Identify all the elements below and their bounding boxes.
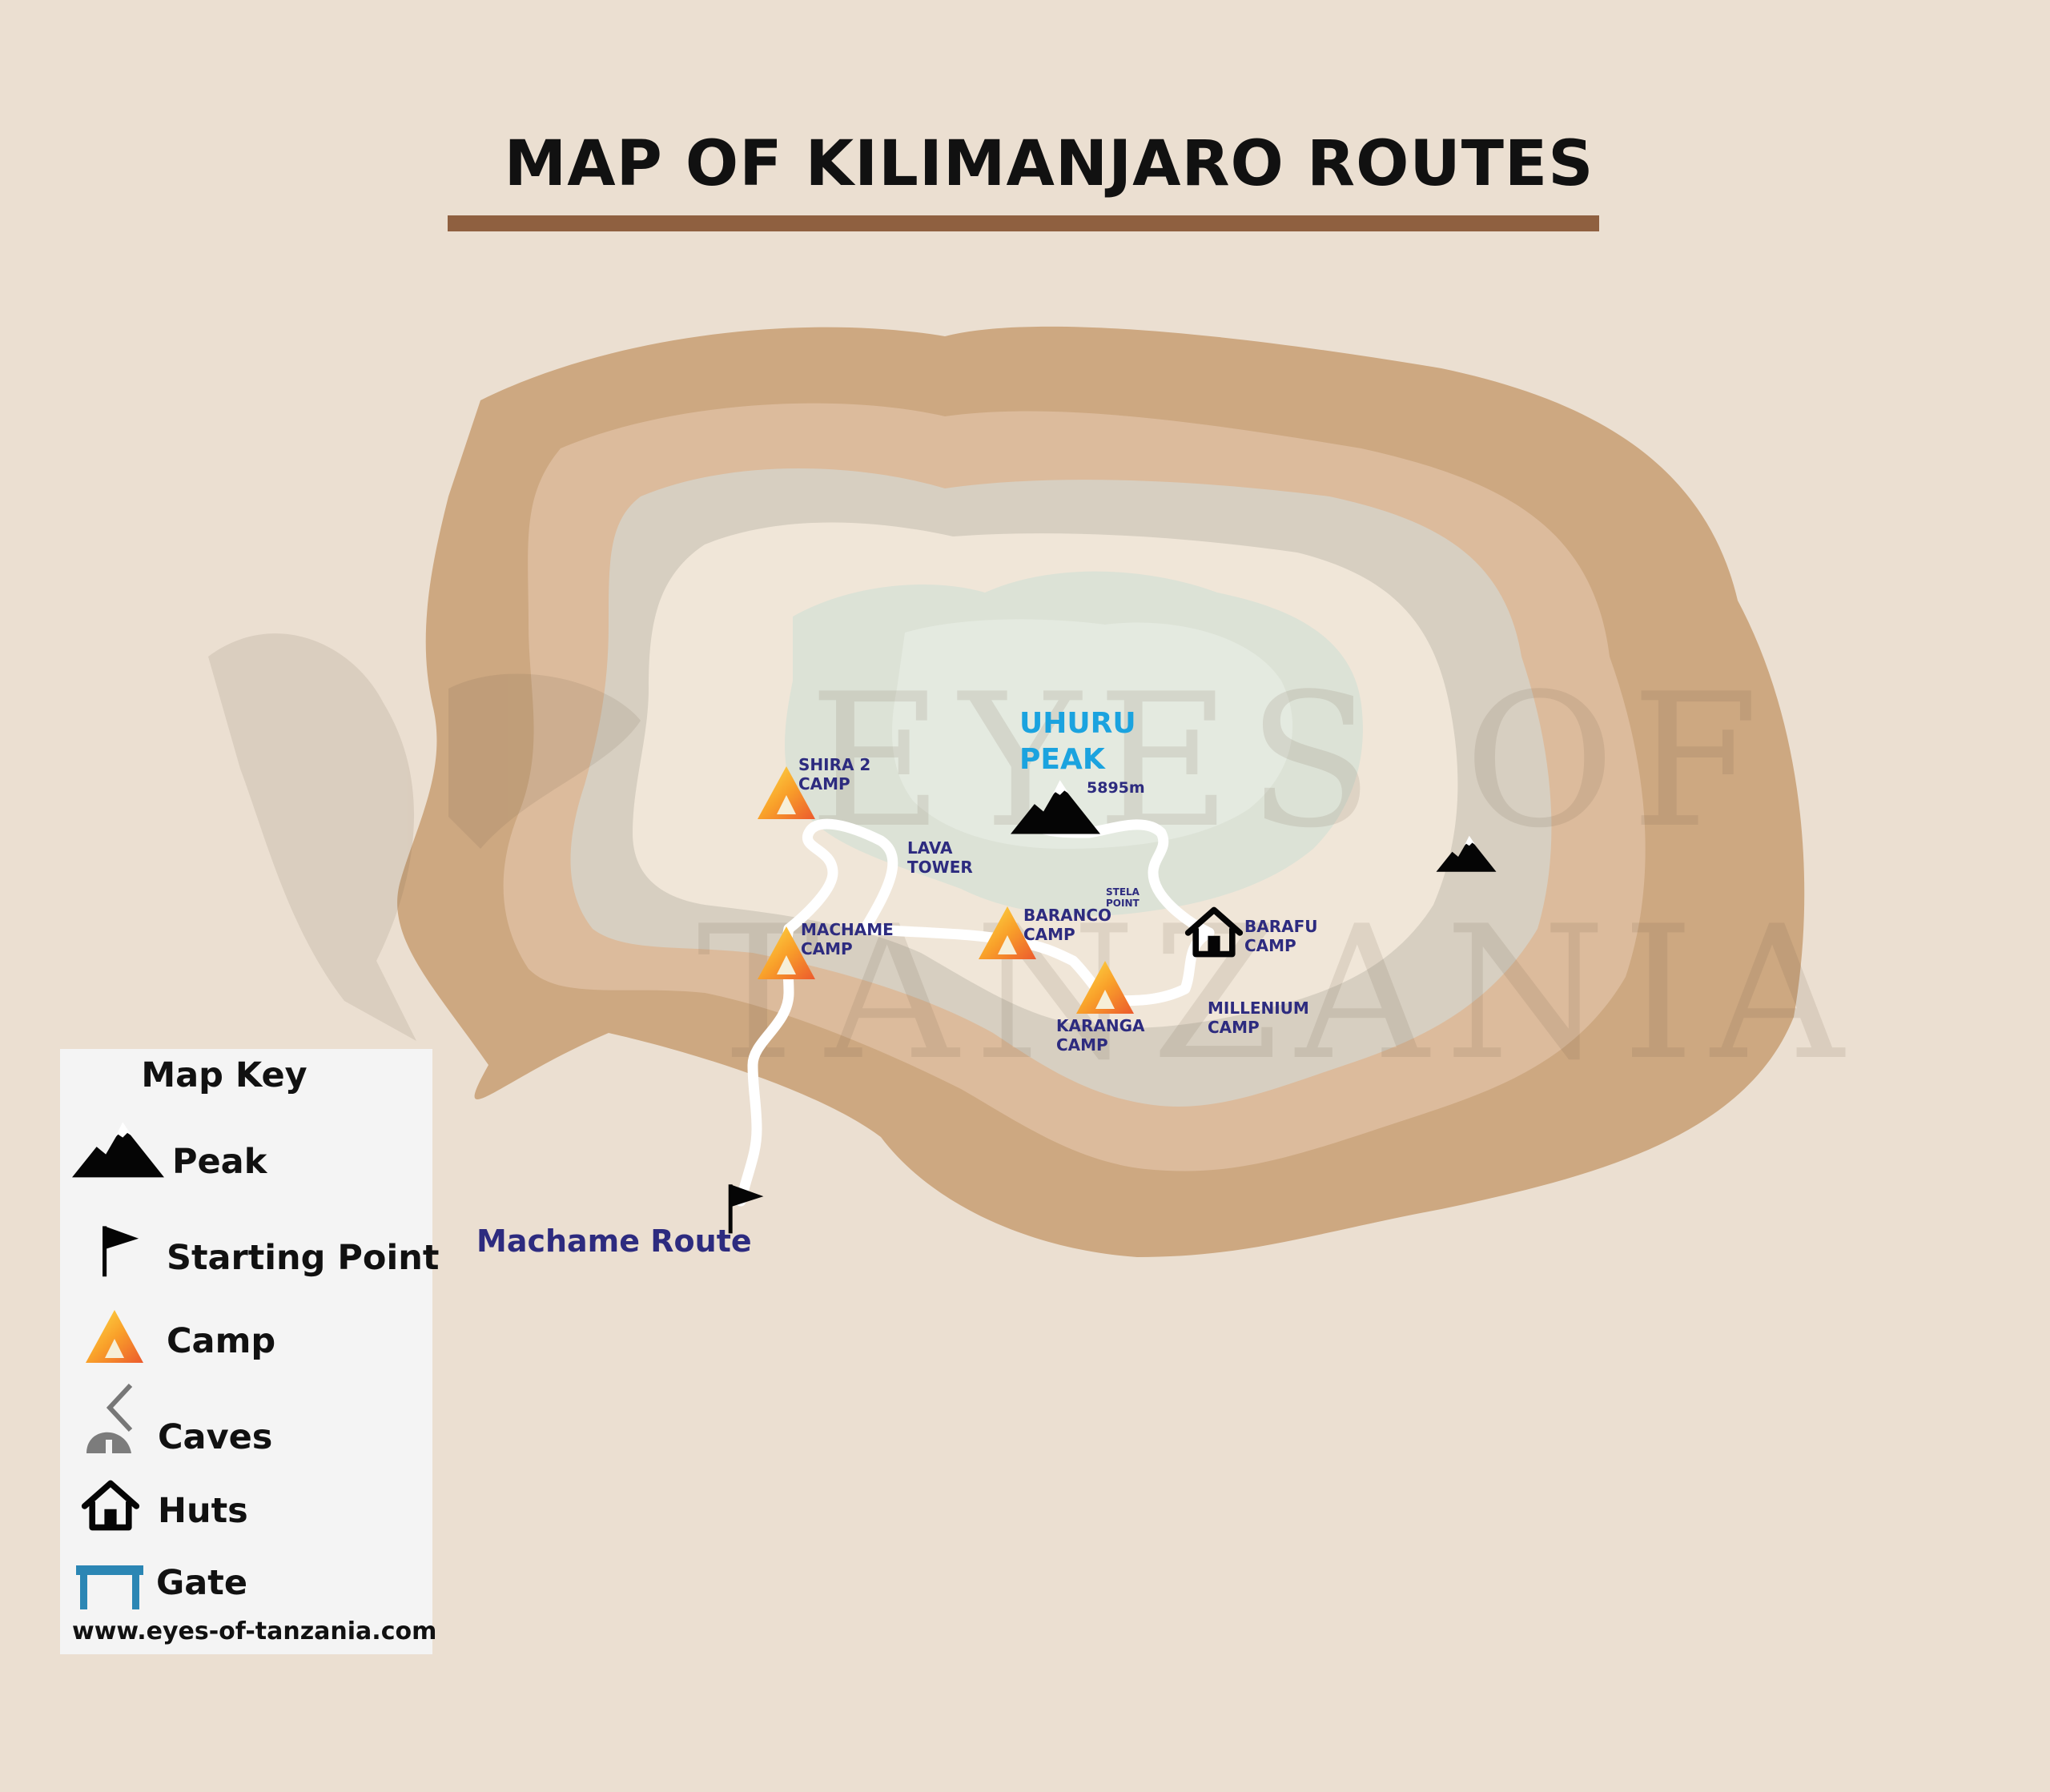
- svg-text:CAMP: CAMP: [1023, 925, 1075, 944]
- legend-item-gate: Gate: [156, 1563, 248, 1603]
- website-url: www.eyes-of-tanzania.com: [72, 1617, 437, 1645]
- camp-icon: [86, 1310, 143, 1363]
- svg-text:CAMP: CAMP: [801, 939, 853, 958]
- barafu-camp-label: BARAFU: [1244, 917, 1318, 936]
- svg-text:TOWER: TOWER: [907, 858, 973, 877]
- shira2-label: SHIRA 2: [798, 755, 870, 774]
- svg-text:TANZANIA: TANZANIA: [697, 887, 1859, 1101]
- map-key-title: Map Key: [141, 1055, 308, 1095]
- summit-core: [892, 619, 1293, 849]
- svg-text:CAMP: CAMP: [1056, 1035, 1108, 1055]
- cave-icon: [86, 1383, 133, 1453]
- watermark: EYES OF TANZANIA: [208, 633, 1859, 1101]
- karanga-camp-label: KARANGA: [1056, 1016, 1145, 1035]
- svg-text:EYES OF: EYES OF: [809, 655, 1775, 869]
- baranco-camp-label: BARANCO: [1023, 906, 1111, 925]
- lava-tower-label: LAVA: [907, 838, 953, 858]
- svg-text:CAMP: CAMP: [1208, 1018, 1260, 1037]
- svg-text:CAMP: CAMP: [798, 774, 850, 794]
- svg-text:CAMP: CAMP: [1244, 936, 1296, 955]
- svg-text:POINT: POINT: [1106, 898, 1140, 909]
- map-title: MAP OF KILIMANJARO ROUTES: [504, 128, 1594, 200]
- millenium-camp-label: MILLENIUM: [1208, 998, 1309, 1018]
- route-name: Machame Route: [476, 1223, 752, 1259]
- stela-point-label: STELA: [1106, 886, 1140, 898]
- legend-item-huts: Huts: [158, 1491, 248, 1531]
- legend-item-caves: Caves: [158, 1417, 273, 1457]
- gate-icon: [76, 1565, 143, 1609]
- flag-icon: [105, 1226, 139, 1276]
- peak-icon: [72, 1122, 164, 1178]
- legend-item-starting-point: Starting Point: [167, 1238, 440, 1278]
- legend-item-camp: Camp: [167, 1321, 276, 1361]
- peak-elevation: 5895m: [1087, 779, 1145, 797]
- svg-text:PEAK: PEAK: [1019, 743, 1106, 776]
- hut-icon: [85, 1483, 137, 1527]
- machame-camp-label: MACHAME: [801, 920, 894, 939]
- legend-item-peak: Peak: [172, 1142, 267, 1182]
- title-underline: [448, 215, 1599, 231]
- peak-name: UHURU: [1019, 707, 1136, 740]
